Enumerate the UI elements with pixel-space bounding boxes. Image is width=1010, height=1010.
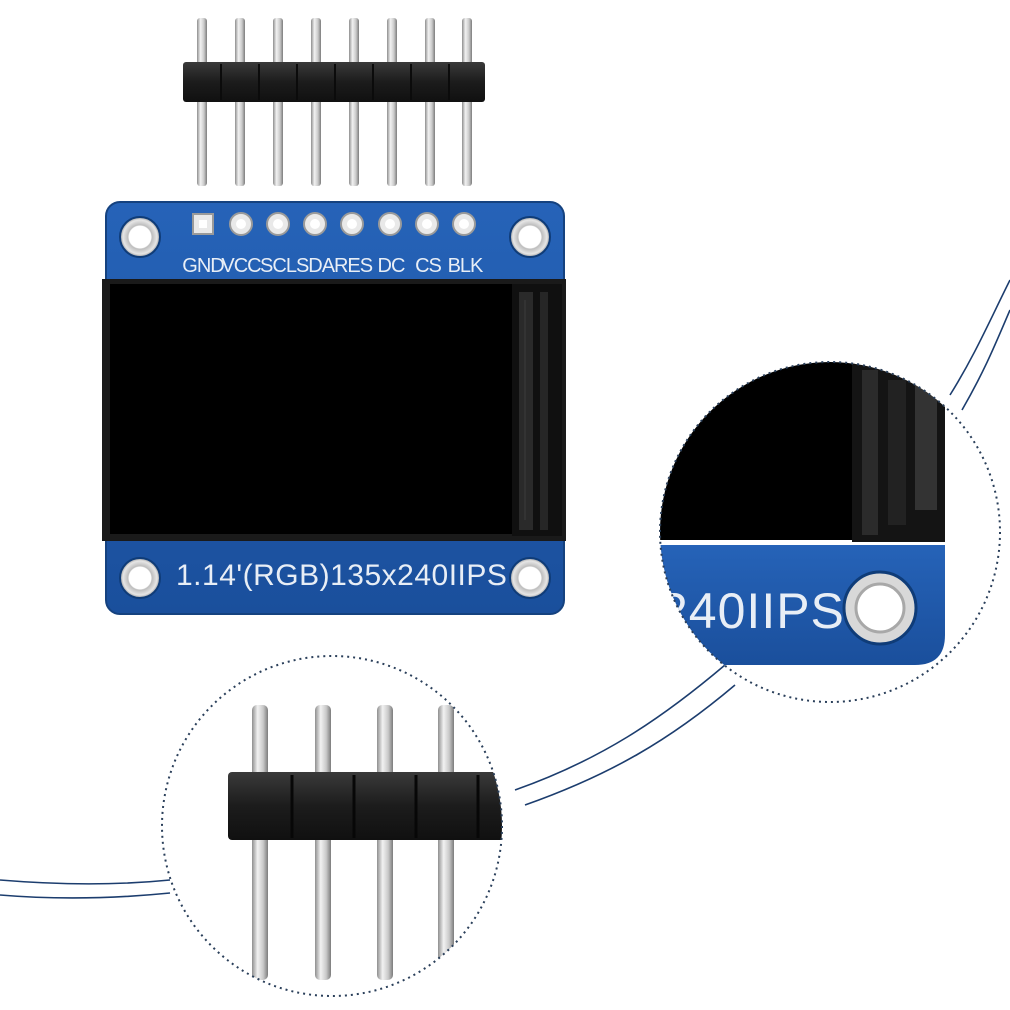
mounting-hole: [119, 216, 161, 258]
pin-label-scl: SCL: [260, 255, 297, 277]
pin-label-gnd: GND: [182, 255, 224, 277]
pin-label-dc: DC: [378, 255, 405, 277]
display-module-board: GND VCC SCL SDA RES DC CS BLK 1.14'(RGB)…: [102, 201, 566, 615]
flex-connector: [512, 284, 562, 536]
pin-label-blk: BLK: [448, 255, 484, 277]
screen: [110, 284, 512, 534]
pin-label-sda: SDA: [296, 255, 336, 277]
board-model-text: 1.14'(RGB)135x240IIPS: [176, 559, 507, 592]
mounting-hole: [119, 557, 161, 599]
mounting-hole: [509, 216, 551, 258]
pin-label-res: RES: [334, 255, 373, 277]
pin-header-strip: [183, 18, 485, 186]
decorative-swoosh-lines: [0, 279, 1010, 899]
mounting-hole: [509, 557, 551, 599]
zoom-detail-pins: [161, 655, 503, 997]
pin-label-vcc: VCC: [221, 255, 261, 277]
zoom-detail-corner: 240IIPS: [659, 361, 1001, 703]
zoom-board-text: 240IIPS: [660, 583, 845, 639]
solder-pads: [192, 212, 476, 236]
pin-label-cs: CS: [415, 255, 441, 277]
pin-labels: GND VCC SCL SDA RES DC CS BLK: [182, 255, 485, 277]
